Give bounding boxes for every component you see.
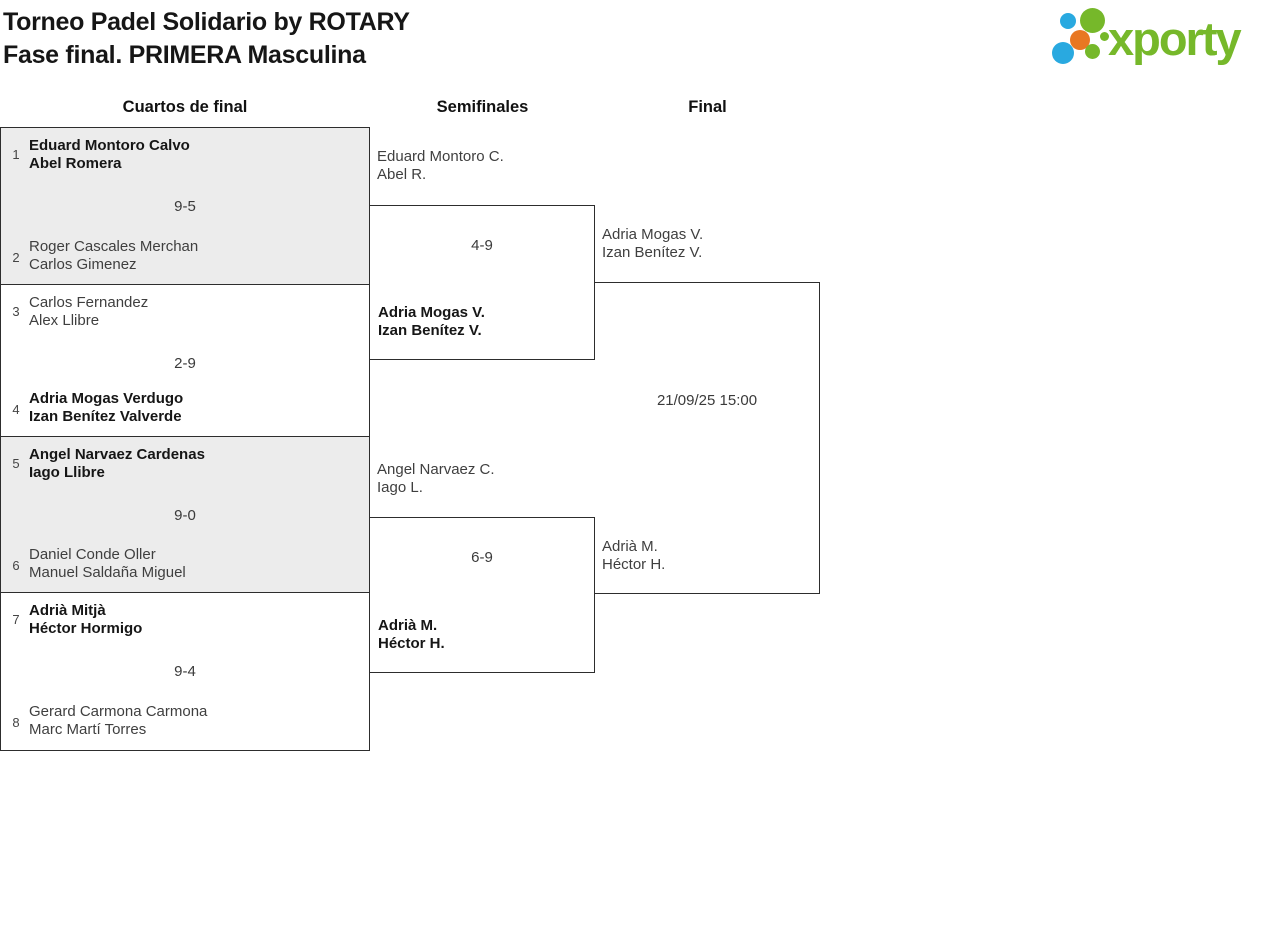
quarterfinal-match-3[interactable]: 5 Angel Narvaez Cardenas Iago Llibre 9-0…: [1, 436, 369, 593]
player-name: Adria Mogas V.: [378, 304, 485, 321]
team-pair: Roger Cascales Merchan Carlos Gimenez: [29, 238, 198, 274]
player-name: Roger Cascales Merchan: [29, 237, 199, 255]
player-name: Izan Benítez V.: [602, 244, 703, 261]
player-name: Izan Benítez V.: [378, 322, 482, 339]
logo-dot-green-tiny: [1100, 32, 1109, 41]
seed-number: 5: [12, 455, 20, 471]
team-pair: Angel Narvaez Cardenas Iago Llibre: [29, 446, 205, 482]
seed-number: 6: [12, 557, 20, 573]
player-name: Adrià M.: [602, 538, 658, 555]
player-name: Carlos Gimenez: [29, 255, 137, 273]
round-header-semifinals: Semifinales: [436, 98, 529, 116]
seed-number: 8: [12, 715, 20, 730]
player-name: Iago Llibre: [29, 463, 105, 481]
seed-number: 2: [12, 249, 20, 265]
player-name: Adrià M.: [378, 617, 438, 634]
logo-dot-blue-large: [1052, 42, 1074, 64]
seed-number: 3: [12, 303, 20, 319]
match-score: 9-0: [174, 506, 196, 524]
page-title: Torneo Padel Solidario by ROTARY Fase fi…: [3, 6, 410, 72]
match-score: 2-9: [174, 354, 196, 372]
player-name: Carlos Fernandez: [29, 293, 149, 311]
logo-dot-orange: [1070, 30, 1090, 50]
round-header-quarterfinals: Cuartos de final: [122, 98, 248, 116]
match-score: 4-9: [471, 237, 493, 254]
player-name: Héctor Hormigo: [29, 619, 143, 637]
semifinal-match-1[interactable]: 4-9 Adria Mogas V. Izan Benítez V.: [369, 205, 595, 360]
seed-number: 1: [12, 147, 20, 162]
quarterfinals-column: 1 Eduard Montoro Calvo Abel Romera 9-5 2…: [0, 127, 370, 751]
team-pair: Adria Mogas V. Izan Benítez V.: [378, 304, 485, 340]
player-name: Iago L.: [377, 479, 423, 496]
player-name: Abel Romera: [29, 155, 122, 172]
quarterfinal-match-2[interactable]: 3 Carlos Fernandez Alex Llibre 2-9 4 Adr…: [1, 285, 369, 437]
team-pair: Adrià M. Héctor H.: [378, 617, 445, 653]
semifinal-1-top-team: Eduard Montoro C. Abel R.: [377, 148, 504, 184]
quarterfinal-match-1[interactable]: 1 Eduard Montoro Calvo Abel Romera 9-5 2…: [1, 128, 369, 285]
player-name: Marc Martí Torres: [29, 721, 147, 738]
player-name: Héctor H.: [602, 556, 666, 573]
team-pair: Gerard Carmona Carmona Marc Martí Torres: [29, 703, 207, 739]
match-score: 9-5: [174, 198, 196, 215]
final-match[interactable]: 21/09/25 15:00: [595, 282, 820, 594]
player-name: Angel Narvaez Cardenas: [29, 445, 205, 463]
semifinal-2-top-team: Angel Narvaez C. Iago L.: [377, 461, 495, 497]
team-pair: Daniel Conde Oller Manuel Saldaña Miguel: [29, 546, 186, 582]
phase-category: Fase final. PRIMERA Masculina: [3, 41, 366, 69]
player-name: Manuel Saldaña Miguel: [29, 563, 186, 581]
player-name: Adria Mogas V.: [602, 226, 704, 243]
quarterfinal-match-4[interactable]: 7 Adrià Mitjà Héctor Hormigo 9-4 8 Gerar…: [1, 593, 369, 750]
final-top-team: Adria Mogas V. Izan Benítez V.: [602, 226, 703, 262]
player-name: Izan Benítez Valverde: [29, 407, 182, 425]
player-name: Adrià Mitjà: [29, 601, 106, 619]
player-name: Abel R.: [377, 166, 427, 183]
seed-number: 7: [12, 611, 20, 627]
match-score: 9-4: [174, 662, 196, 680]
player-name: Eduard Montoro Calvo: [29, 137, 190, 154]
team-pair: Eduard Montoro Calvo Abel Romera: [29, 137, 190, 173]
player-name: Adria Mogas Verdugo: [29, 389, 184, 407]
player-name: Gerard Carmona Carmona: [29, 703, 208, 720]
tournament-name: Torneo Padel Solidario by ROTARY: [3, 8, 410, 36]
team-pair: Adria Mogas Verdugo Izan Benítez Valverd…: [29, 390, 183, 426]
semifinal-match-2[interactable]: 6-9 Adrià M. Héctor H.: [369, 517, 595, 673]
player-name: Alex Llibre: [29, 311, 100, 329]
player-name: Daniel Conde Oller: [29, 545, 156, 563]
team-pair: Adrià Mitjà Héctor Hormigo: [29, 602, 142, 638]
match-datetime: 21/09/25 15:00: [656, 392, 758, 409]
player-name: Eduard Montoro C.: [377, 148, 504, 165]
logo-dot-green-large: [1080, 8, 1105, 33]
logo-wordmark: xporty: [1108, 12, 1242, 65]
player-name: Angel Narvaez C.: [377, 461, 495, 478]
team-pair: Carlos Fernandez Alex Llibre: [29, 294, 148, 330]
match-score: 6-9: [471, 549, 493, 566]
seed-number: 4: [12, 401, 20, 417]
final-bottom-team: Adrià M. Héctor H.: [602, 538, 665, 574]
logo-dot-green-small: [1085, 44, 1100, 59]
round-header-final: Final: [688, 98, 727, 116]
logo-dot-blue-small: [1060, 13, 1076, 29]
xporty-logo[interactable]: xporty: [1048, 6, 1276, 68]
player-name: Héctor H.: [378, 635, 445, 652]
